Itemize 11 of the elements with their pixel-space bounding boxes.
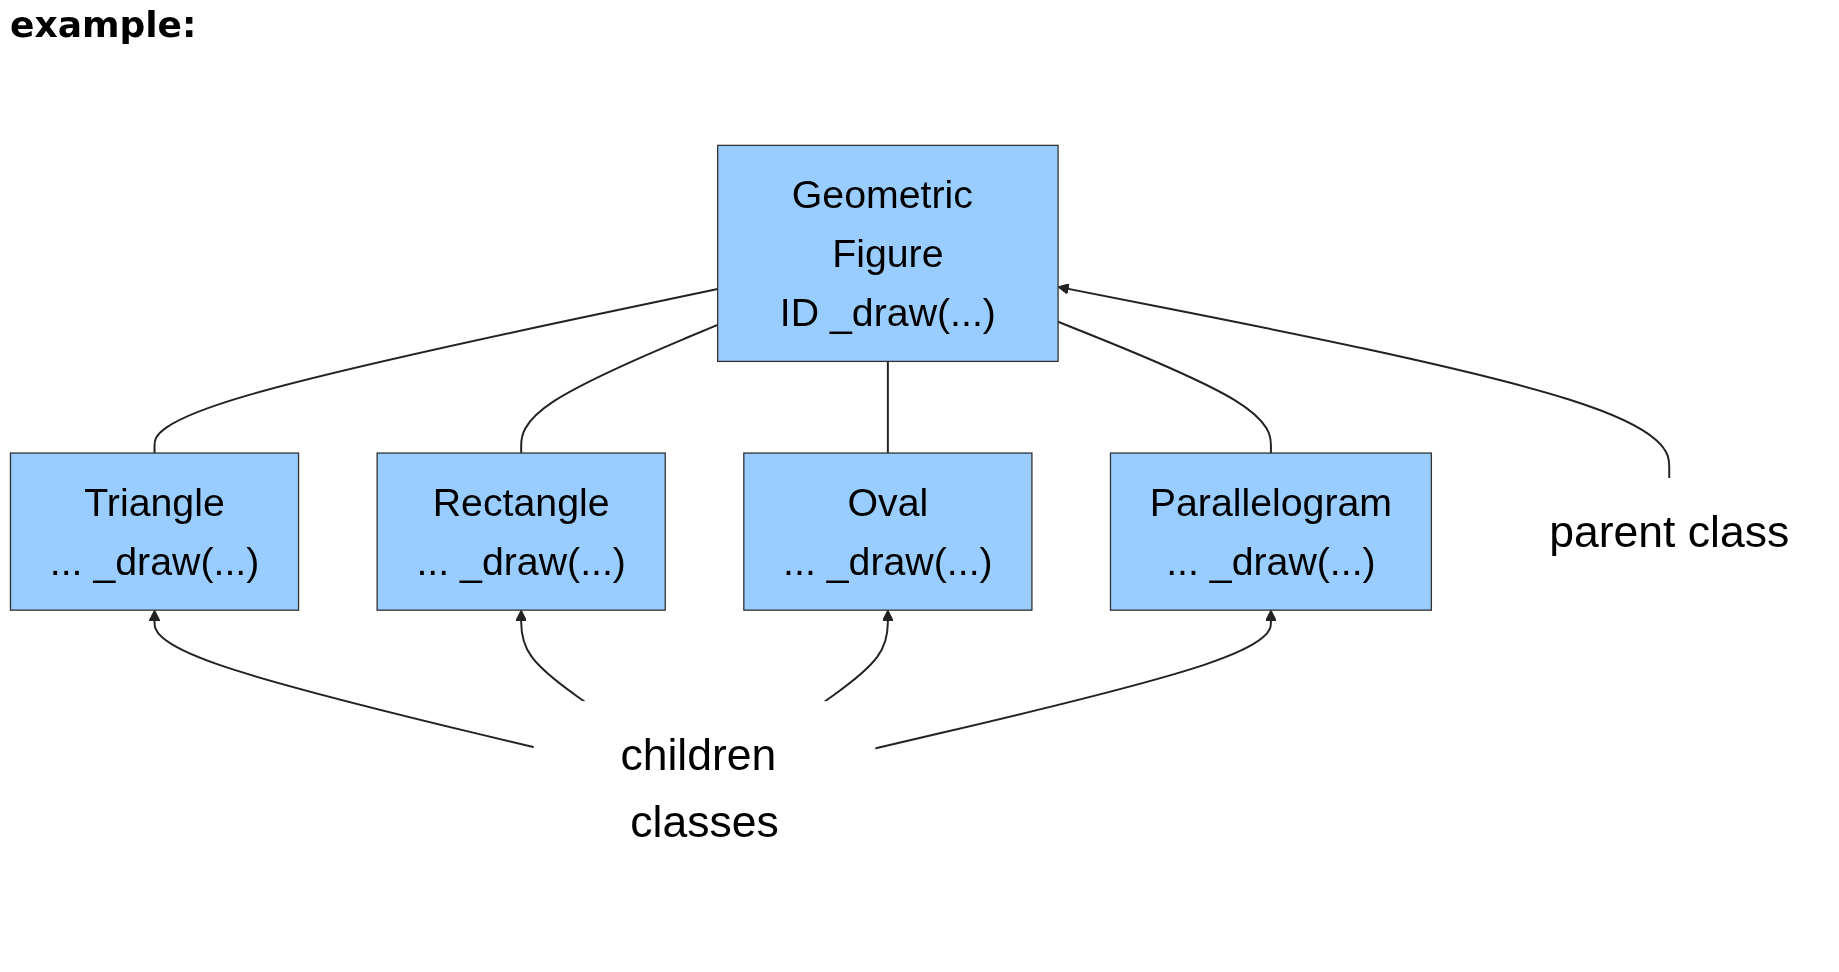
arrow <box>823 609 894 703</box>
diagram-title: example: <box>10 4 197 45</box>
node-box: Oval ... _draw(...) <box>743 452 1033 611</box>
node-box: Parallelogram ... _draw(...) <box>1109 452 1433 611</box>
node-box: Triangle ... _draw(...) <box>9 452 300 611</box>
arrow <box>515 609 586 703</box>
node-box: Rectangle ... _draw(...) <box>376 452 666 611</box>
connector <box>886 360 889 455</box>
node-box: Geometric Figure ID _draw(...) <box>717 144 1059 363</box>
node-text: parent class <box>1549 506 1790 556</box>
node-text: children classes <box>620 729 779 846</box>
